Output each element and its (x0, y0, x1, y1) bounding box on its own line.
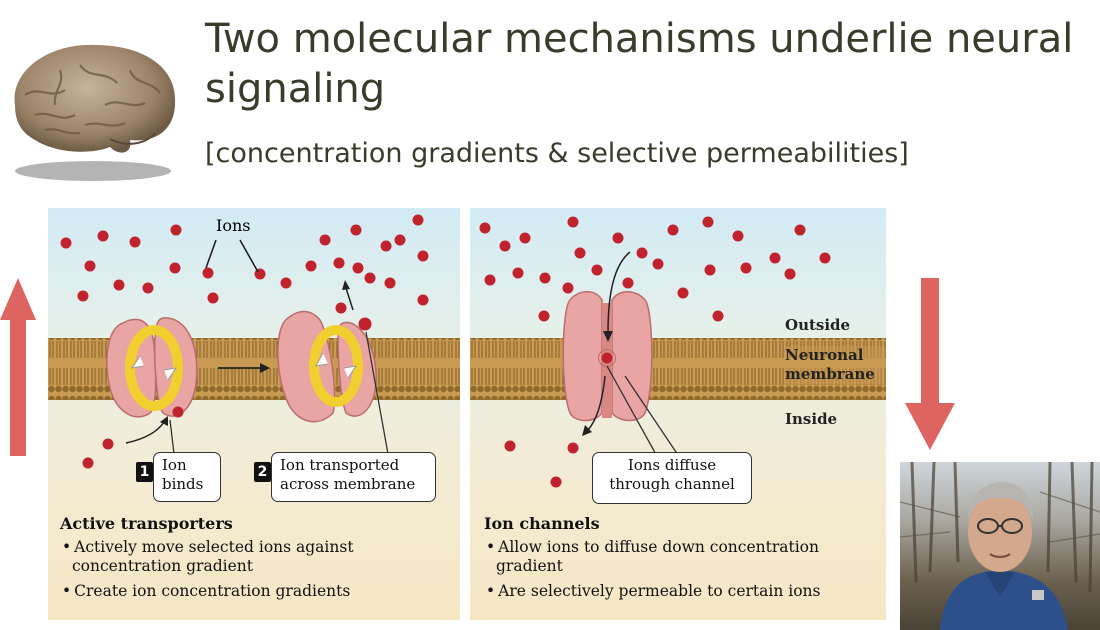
bullet-item: Are selectively permeable to certain ion… (484, 582, 879, 601)
ions-inside (82, 438, 114, 469)
inside-label: Inside (785, 410, 838, 428)
active-transporters-heading: Active transporters (60, 514, 233, 533)
slide-subtitle: [concentration gradients & selective per… (205, 138, 909, 169)
down-arrow (905, 278, 955, 450)
ion-channel-protein (562, 291, 653, 422)
bullet-item: Allow ions to diffuse down concentration… (484, 538, 879, 576)
transporter-1 (106, 317, 198, 418)
brain-image (14, 44, 176, 181)
channel-callout: Ions diffuse through channel (592, 452, 752, 504)
ions-outside (479, 216, 831, 322)
membrane-label: Neuronal membrane (785, 346, 885, 384)
ion-channels-heading: Ion channels (484, 514, 600, 533)
step-2-badge: 2 (254, 462, 271, 482)
ions-outside (60, 214, 429, 314)
outside-label: Outside (785, 316, 851, 334)
step-2-callout: Ion transported across membrane (271, 452, 436, 502)
active-transporters-panel: Ions 1 Ion binds 2 Ion transported acros… (48, 208, 460, 620)
slide-title: Two molecular mechanisms underlie neural… (205, 16, 1074, 112)
ion-channels-panel: Ions diffuse through channel Ion channel… (470, 208, 886, 620)
ion-channels-caption: Ion channels Allow ions to diffuse down … (484, 514, 879, 607)
ions-inside (504, 440, 579, 488)
transporter-diagram (48, 214, 460, 469)
active-transporters-caption: Active transporters Actively move select… (60, 514, 455, 607)
up-arrow (0, 278, 36, 456)
presenter-video (900, 462, 1100, 630)
step-1-callout: Ion binds (153, 452, 221, 502)
bullet-item: Create ion concentration gradients (60, 582, 455, 601)
bullet-item: Actively move selected ions against conc… (60, 538, 455, 576)
transporter-2 (277, 280, 377, 423)
step-1-badge: 1 (136, 462, 153, 482)
ions-label: Ions (216, 216, 251, 235)
